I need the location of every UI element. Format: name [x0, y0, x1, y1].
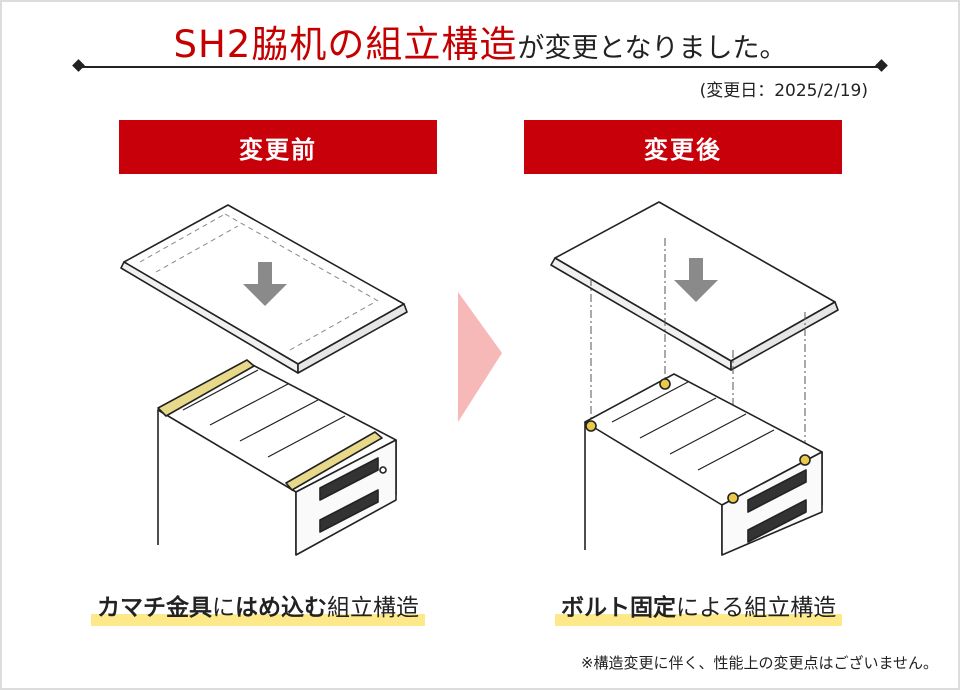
before-caption-plain-2: 組立構造	[327, 595, 419, 621]
after-caption-highlight	[555, 614, 843, 626]
change-arrow-icon	[458, 292, 502, 422]
down-arrow-icon	[243, 262, 287, 306]
before-desk-illustration	[120, 204, 408, 556]
before-caption-plain-1: に	[212, 595, 235, 621]
after-label: 変更後	[524, 120, 842, 174]
before-caption-bold-2: はめ込む	[235, 595, 327, 621]
page-title: SH2脇机の組立構造が変更となりました。	[0, 14, 960, 68]
after-caption-plain: による組立構造	[676, 595, 837, 621]
title-rule	[78, 66, 882, 68]
after-caption-bold: ボルト固定	[561, 595, 676, 621]
down-arrow-icon	[674, 258, 718, 302]
before-caption-bold-1: カマチ金具	[97, 595, 212, 621]
before-caption: カマチ金具にはめ込む組立構造	[91, 588, 425, 626]
after-desk-illustration	[550, 201, 839, 556]
change-date: (変更日：2025/2/19)	[699, 81, 868, 101]
footnote: ※構造変更に伴く、性能上の変更点はございません。	[580, 654, 938, 672]
title-black: が変更となりました。	[517, 33, 787, 64]
before-label: 変更前	[119, 120, 437, 174]
after-caption: ボルト固定による組立構造	[555, 588, 843, 626]
title-red: SH2脇机の組立構造	[173, 23, 518, 66]
before-caption-highlight	[91, 614, 425, 626]
